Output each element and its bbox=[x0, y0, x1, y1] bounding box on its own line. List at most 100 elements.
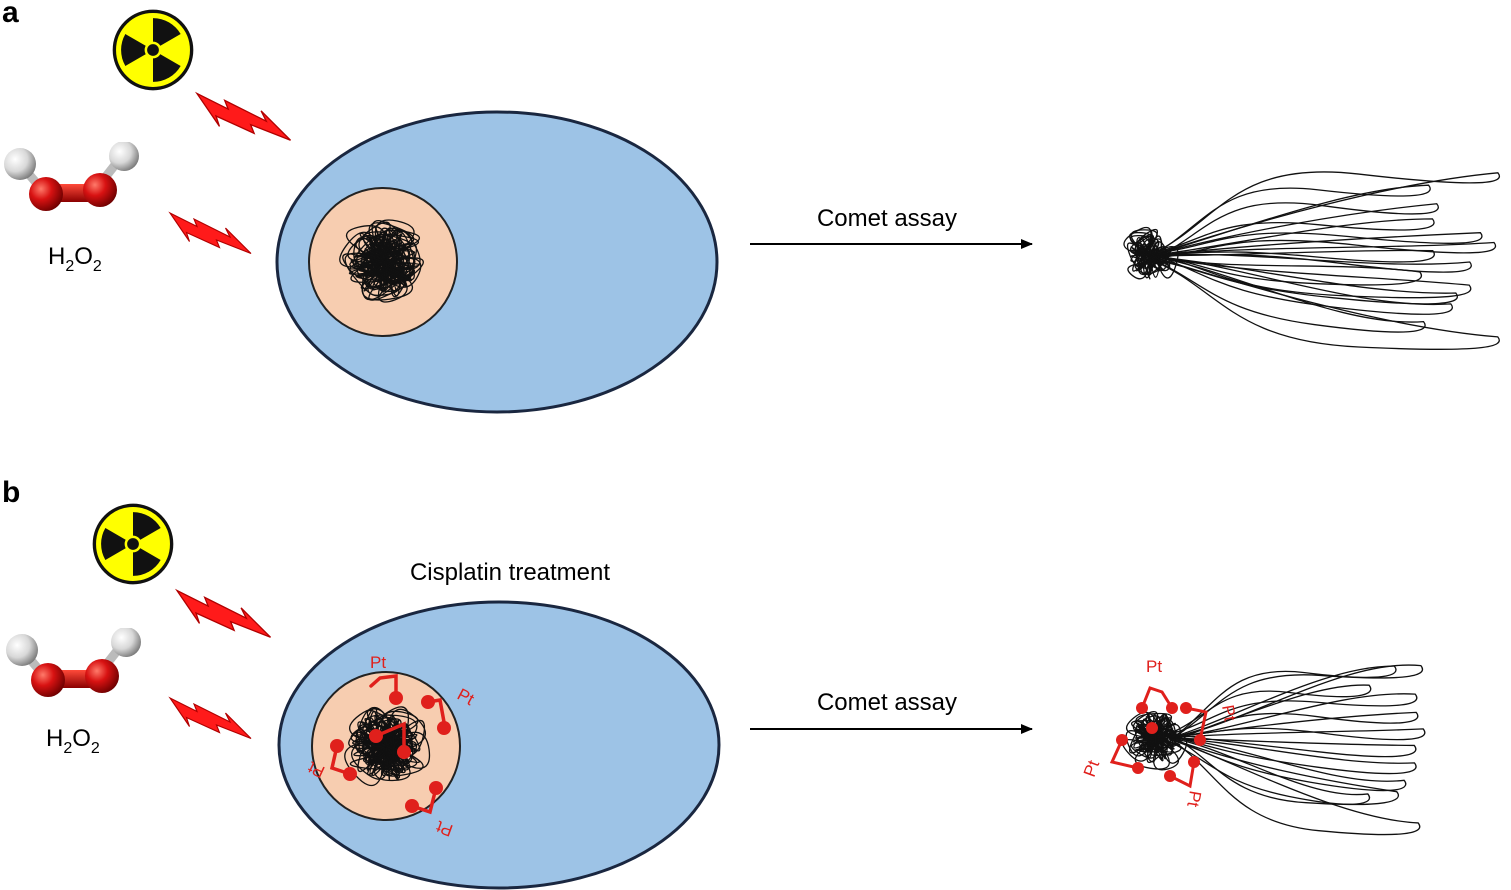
dna-strand bbox=[385, 731, 431, 769]
h2o2-label: H2O2 bbox=[46, 725, 100, 757]
dna-strand bbox=[354, 248, 403, 263]
adduct-dot bbox=[389, 691, 403, 705]
dna-strand bbox=[374, 219, 415, 263]
adduct-dot bbox=[1132, 762, 1144, 774]
dna-strand bbox=[1169, 727, 1426, 741]
dna-tangle bbox=[339, 219, 424, 303]
dna-strand bbox=[1139, 717, 1172, 739]
crosslink-bracket bbox=[1184, 706, 1208, 742]
dna-strand bbox=[1149, 252, 1472, 273]
h2o2-label: H2O2 bbox=[48, 243, 102, 275]
dna-strand bbox=[1154, 719, 1158, 750]
dna-strand bbox=[339, 231, 384, 268]
adduct-dot bbox=[429, 781, 443, 795]
hydrogen-peroxide-molecule-icon bbox=[6, 627, 141, 697]
comet-head bbox=[1123, 227, 1179, 280]
dna-strand bbox=[1169, 664, 1424, 741]
dna-strand bbox=[1149, 243, 1164, 263]
dna-strand bbox=[355, 731, 399, 774]
dna-strand bbox=[351, 734, 393, 780]
crosslink-bracket bbox=[374, 721, 406, 754]
dna-strand bbox=[1169, 711, 1419, 742]
adduct-dot bbox=[1194, 734, 1206, 746]
dna-strand bbox=[1169, 737, 1421, 836]
pt-label: Pt bbox=[1183, 789, 1205, 808]
dna-strand bbox=[1149, 249, 1435, 263]
dna-strand bbox=[1139, 724, 1164, 762]
dna-strand bbox=[1122, 737, 1156, 762]
adduct-dot bbox=[1188, 756, 1200, 768]
adduct-dot bbox=[343, 767, 357, 781]
dna-strand bbox=[1130, 229, 1158, 257]
pt-label: Pt bbox=[1080, 758, 1103, 780]
lightning-bolt-icon bbox=[169, 697, 252, 740]
dna-strand bbox=[1145, 716, 1163, 753]
dna-strand bbox=[1169, 737, 1370, 805]
dna-strand bbox=[356, 261, 384, 289]
dna-strand bbox=[355, 706, 398, 755]
dna-strand bbox=[370, 247, 387, 291]
dna-strand bbox=[1153, 731, 1180, 771]
comet-adducts bbox=[1116, 702, 1206, 782]
dna-strand bbox=[350, 259, 396, 282]
dna-strand bbox=[377, 239, 403, 283]
cell-cytoplasm bbox=[275, 110, 719, 414]
adduct-dot bbox=[405, 799, 419, 813]
adduct-dot bbox=[397, 745, 411, 759]
dna-strand bbox=[1149, 246, 1179, 279]
pt-label: Pt bbox=[434, 817, 456, 840]
lightning-bolt-icon bbox=[169, 212, 252, 255]
arrow-label: Comet assay bbox=[817, 689, 957, 716]
dna-strand bbox=[1149, 218, 1435, 257]
dna-strand bbox=[1149, 737, 1182, 756]
dna-strand bbox=[1149, 253, 1472, 299]
dna-strand bbox=[385, 715, 396, 765]
crosslink-bracket bbox=[1140, 686, 1174, 710]
pt-label: Pt bbox=[370, 653, 386, 672]
crosslink-bracket bbox=[369, 674, 398, 700]
panel-label-b: b bbox=[2, 476, 20, 509]
cisplatin-adducts bbox=[330, 691, 451, 813]
dna-strand bbox=[1149, 255, 1426, 333]
panel-a: a H2O2 Comet assay bbox=[2, 0, 1500, 414]
dna-strand bbox=[359, 723, 414, 747]
adduct-dot bbox=[421, 695, 435, 709]
dna-strand bbox=[354, 239, 388, 266]
dna-strand bbox=[1169, 684, 1372, 739]
dna-strand bbox=[1169, 732, 1417, 758]
dna-strand bbox=[1149, 252, 1453, 315]
hydrogen-peroxide-molecule-icon bbox=[4, 141, 139, 211]
comet-tail bbox=[1169, 664, 1426, 836]
dna-strand bbox=[1137, 241, 1151, 280]
dna-strand bbox=[363, 254, 412, 281]
pt-label: Pt bbox=[1218, 703, 1240, 722]
dna-strand bbox=[1169, 734, 1399, 806]
dna-strand bbox=[1149, 232, 1483, 257]
adduct-dot bbox=[1136, 702, 1148, 714]
treatment-label: Cisplatin treatment bbox=[410, 559, 610, 586]
adduct-dot bbox=[437, 721, 451, 735]
dna-strand bbox=[1169, 735, 1417, 775]
adduct-dot bbox=[369, 729, 383, 743]
dna-strand bbox=[361, 249, 404, 301]
radiation-hazard-icon bbox=[89, 502, 174, 585]
lightning-bolt-icon bbox=[176, 589, 272, 639]
dna-strand bbox=[382, 258, 404, 292]
pt-label: Pt bbox=[305, 757, 328, 781]
dna-strand bbox=[1149, 202, 1439, 261]
panel-label-a: a bbox=[2, 0, 19, 29]
crosslink-bracket bbox=[1109, 738, 1140, 770]
crosslink-bracket bbox=[1168, 760, 1196, 789]
adduct-dot bbox=[1180, 702, 1192, 714]
dna-strand bbox=[1149, 255, 1500, 350]
dna-strand bbox=[1134, 250, 1152, 274]
dna-strand bbox=[1132, 238, 1155, 272]
dna-strand bbox=[1169, 665, 1397, 741]
adduct-dot bbox=[1164, 770, 1176, 782]
dna-strand bbox=[1134, 737, 1170, 770]
arrow-label: Comet assay bbox=[817, 205, 957, 232]
dna-strand bbox=[1129, 235, 1160, 257]
dna-strand bbox=[1169, 693, 1418, 739]
dna-strand bbox=[1130, 254, 1168, 265]
